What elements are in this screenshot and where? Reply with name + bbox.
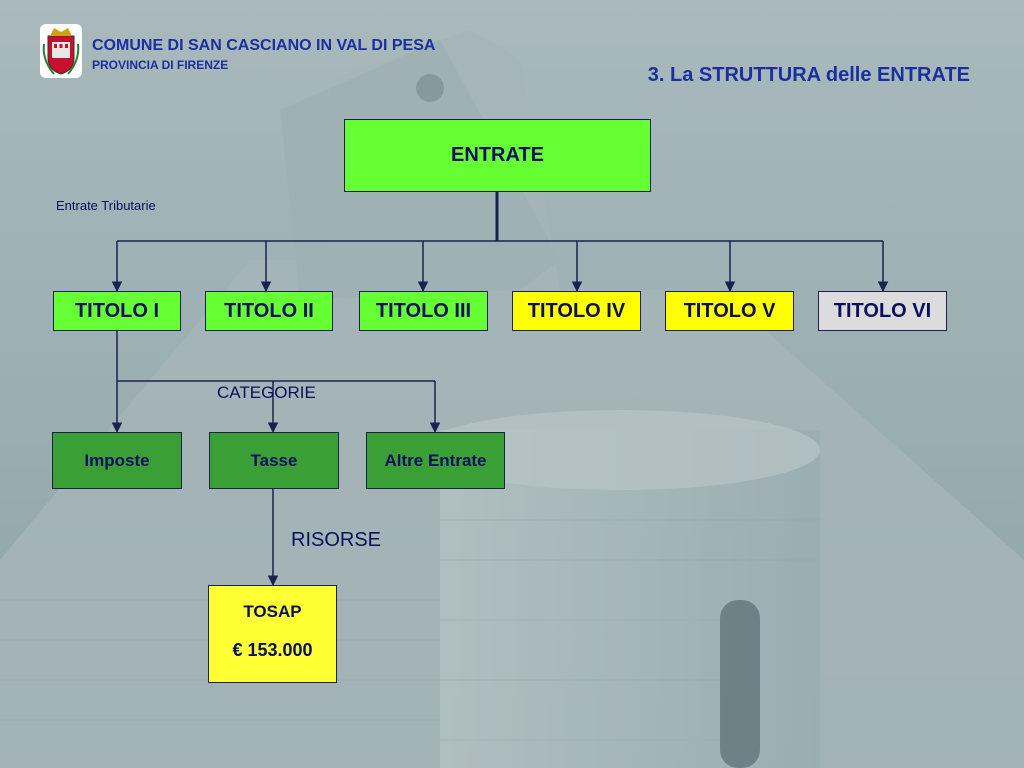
node-titolo-v: TITOLO V [665, 291, 794, 331]
node-titolo-iii: TITOLO III [359, 291, 488, 331]
label-risorse: RISORSE [291, 529, 382, 551]
node-titolo-i: TITOLO I [53, 291, 181, 331]
node-imposte: Imposte [52, 432, 182, 489]
label-categorie: CATEGORIE [217, 383, 316, 402]
tosap-name: TOSAP [243, 602, 302, 621]
coat-of-arms-icon [40, 24, 82, 78]
node-altre-entrate: Altre Entrate [366, 432, 505, 489]
organization-province: PROVINCIA DI FIRENZE [92, 58, 229, 72]
note-entrate-tributarie: Entrate Tributarie [56, 198, 156, 213]
node-tosap: TOSAP € 153.000 [208, 585, 337, 683]
node-tasse: Tasse [209, 432, 339, 489]
node-titolo-vi: TITOLO VI [818, 291, 947, 331]
node-entrate: ENTRATE [344, 119, 651, 192]
organization-name: COMUNE DI SAN CASCIANO IN VAL DI PESA [92, 37, 436, 54]
node-titolo-iv: TITOLO IV [512, 291, 641, 331]
node-titolo-ii: TITOLO II [205, 291, 333, 331]
tosap-amount: € 153.000 [232, 640, 313, 660]
slide-title: 3. La STRUTTURA delle ENTRATE [647, 64, 970, 86]
